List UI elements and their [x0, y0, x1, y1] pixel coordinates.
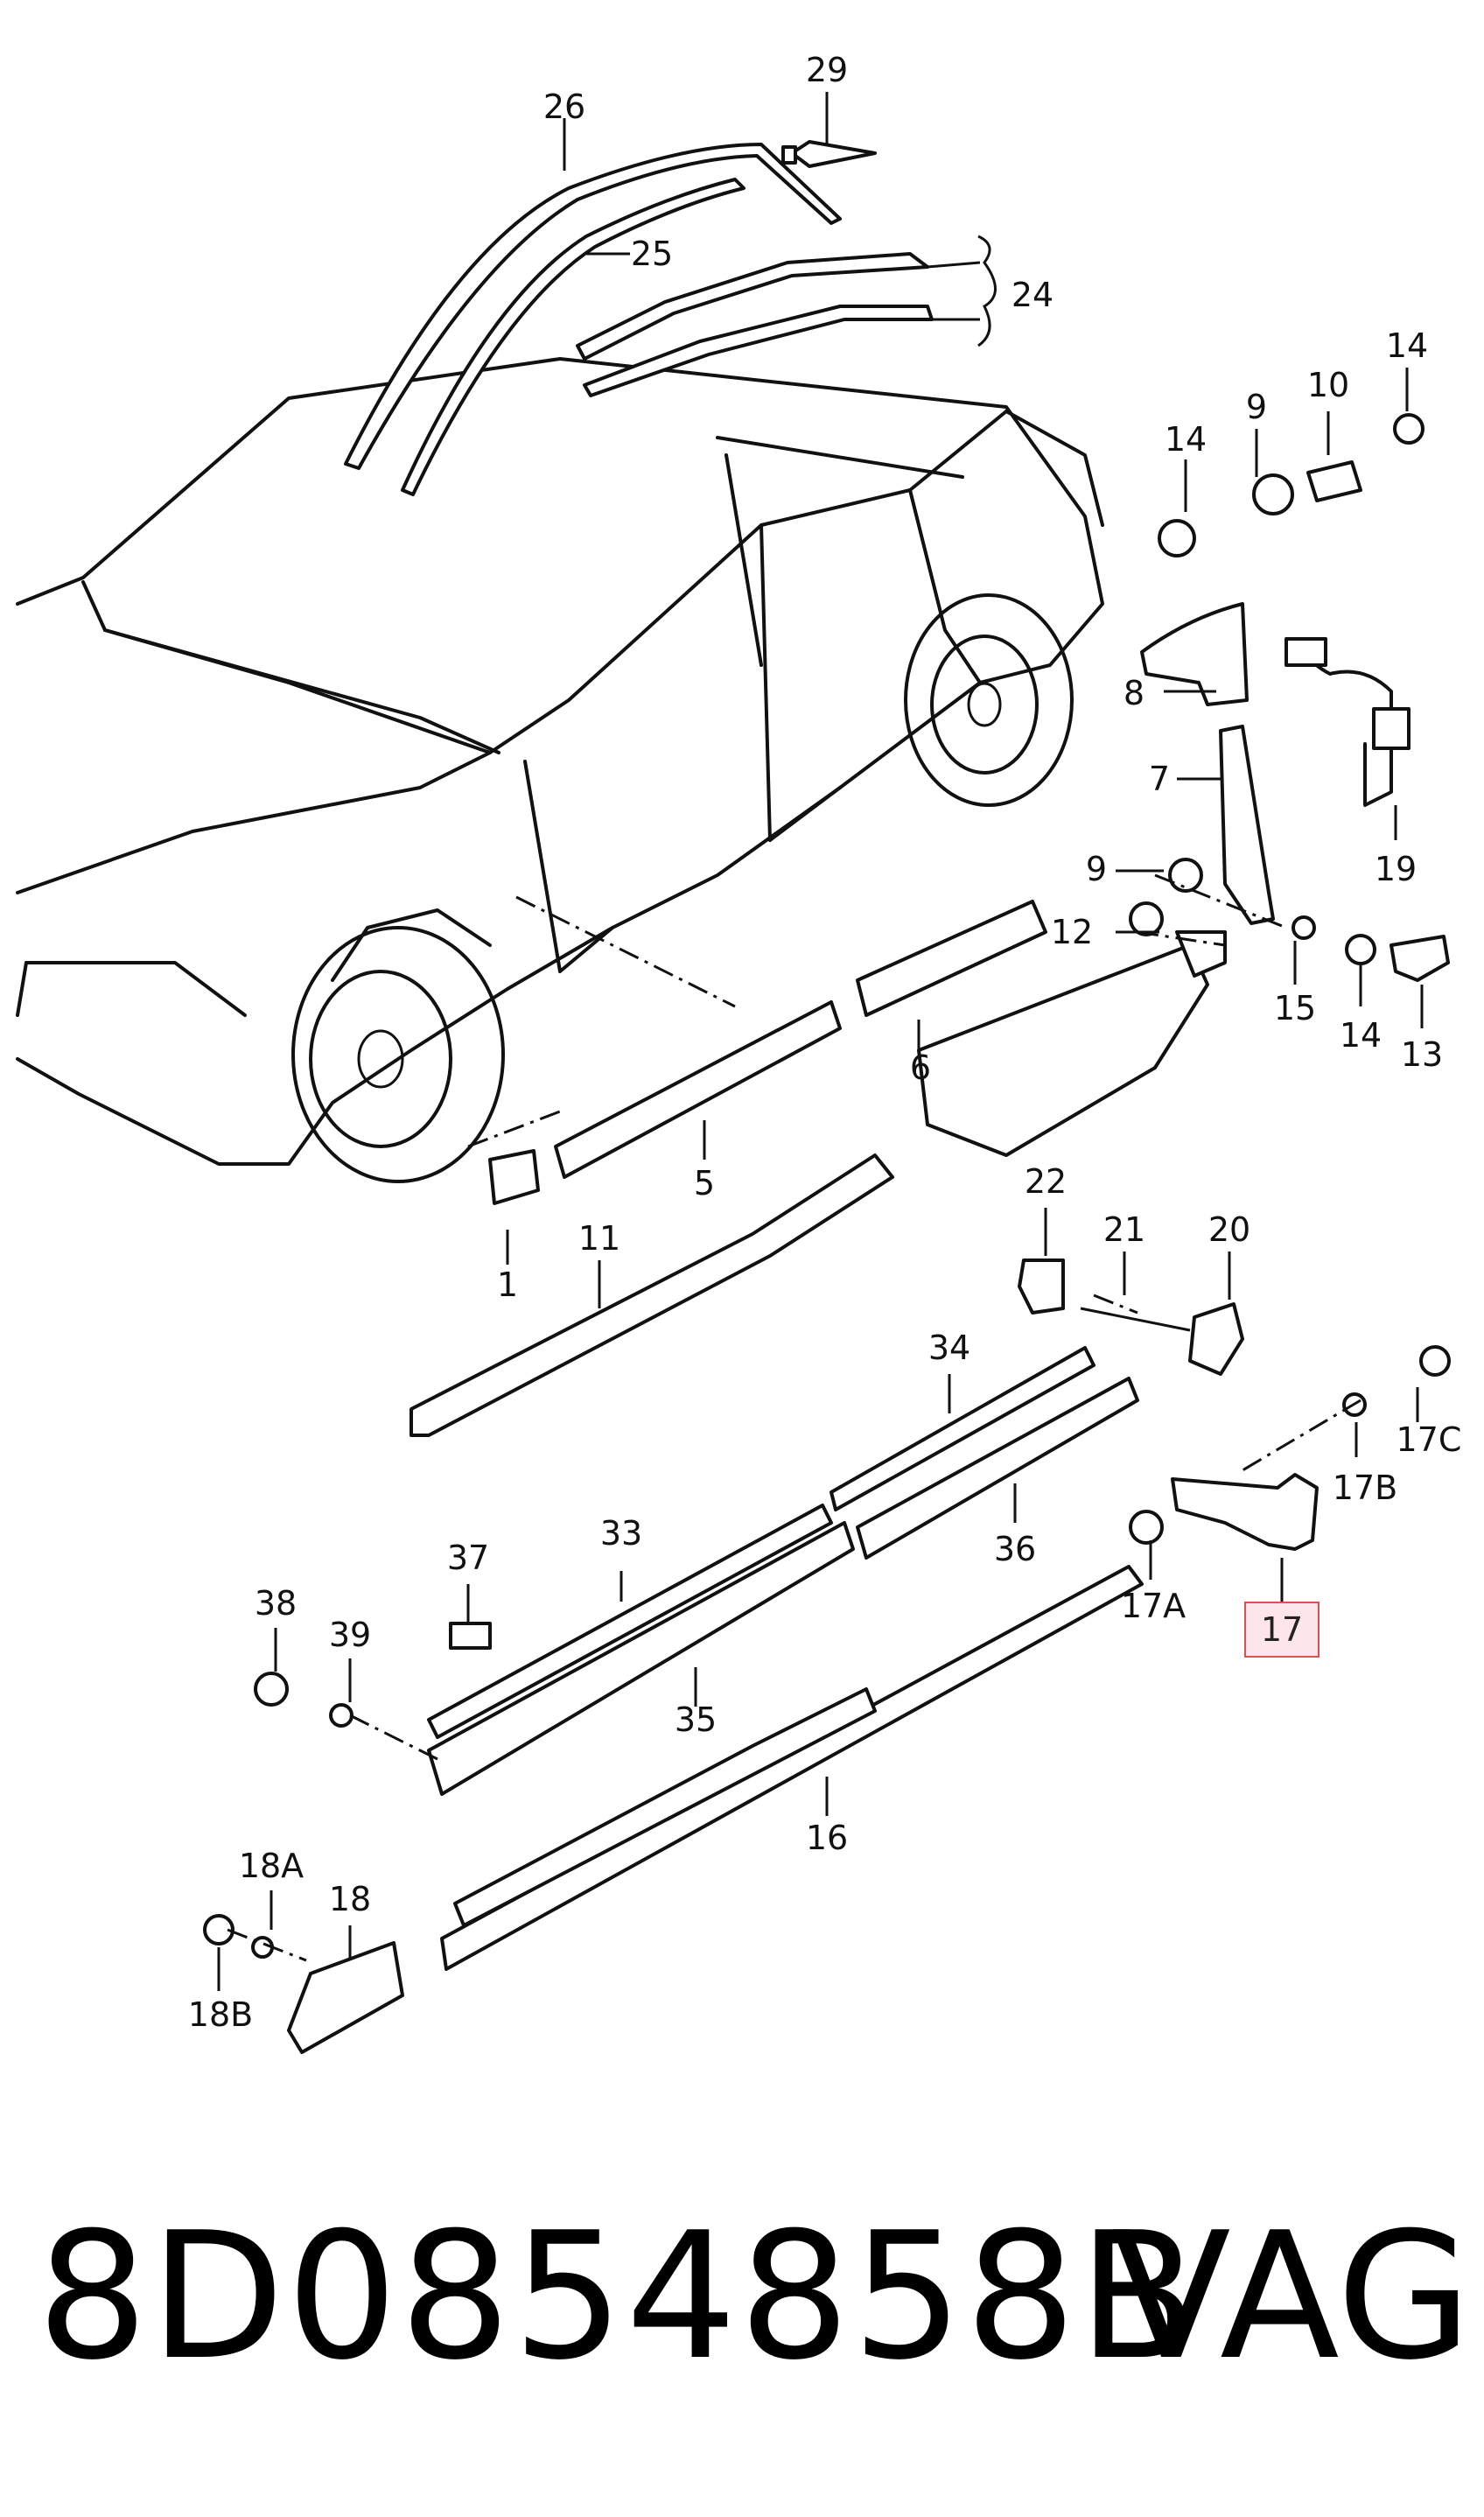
- callout-1: 1: [496, 1266, 519, 1304]
- callout-16: 16: [805, 1819, 849, 1857]
- callout-38: 38: [254, 1584, 298, 1623]
- callout-9: 9: [1245, 388, 1268, 426]
- callout-10: 10: [1306, 366, 1350, 404]
- callout-18A: 18A: [238, 1847, 304, 1885]
- callout-17A: 17A: [1120, 1587, 1186, 1625]
- callout-22: 22: [1024, 1162, 1068, 1201]
- bracket-17: [1129, 1345, 1451, 1551]
- car-illustration: [16, 357, 1104, 1183]
- callout-25: 25: [630, 235, 674, 273]
- callout-12: 12: [1050, 913, 1094, 951]
- lower-sills: [427, 1346, 1144, 1971]
- callout-13: 13: [1400, 1035, 1444, 1074]
- brand-name: VAG: [1111, 2195, 1473, 2399]
- callout-21: 21: [1102, 1210, 1146, 1249]
- callout-20: 20: [1208, 1210, 1251, 1249]
- leader-lines: [217, 92, 1424, 1991]
- callout-29: 29: [805, 51, 849, 89]
- callout-9: 9: [1085, 850, 1108, 888]
- callout-5: 5: [693, 1164, 716, 1202]
- callout-14: 14: [1164, 420, 1208, 459]
- part-number: 8D0854858B: [37, 2195, 1200, 2399]
- callout-19: 19: [1374, 850, 1418, 888]
- callout-14: 14: [1385, 326, 1429, 365]
- callout-33: 33: [599, 1514, 643, 1553]
- alignment-lines: [227, 873, 1362, 1962]
- fasteners-upper: [1129, 413, 1450, 982]
- callout-11: 11: [578, 1219, 621, 1258]
- callout-39: 39: [328, 1616, 372, 1654]
- callout-14: 14: [1339, 1016, 1382, 1055]
- roof-mouldings: [344, 143, 997, 496]
- callout-17C: 17C: [1396, 1420, 1462, 1459]
- callout-8: 8: [1123, 674, 1145, 712]
- clips-20-22: [1018, 1258, 1244, 1376]
- callout-24: 24: [1011, 276, 1054, 314]
- callout-34: 34: [928, 1329, 971, 1367]
- pillar-parts: [1140, 602, 1410, 925]
- end-caps: [203, 1622, 492, 2054]
- highlighted-callout-17[interactable]: 17: [1244, 1602, 1320, 1658]
- callout-18: 18: [328, 1880, 372, 1918]
- callout-26: 26: [542, 88, 586, 126]
- callout-15: 15: [1273, 989, 1317, 1027]
- callout-6: 6: [909, 1048, 932, 1087]
- callout-7: 7: [1148, 760, 1171, 798]
- callout-35: 35: [674, 1700, 718, 1739]
- callout-37: 37: [446, 1539, 490, 1577]
- callout-36: 36: [993, 1530, 1037, 1568]
- callout-17B: 17B: [1332, 1469, 1398, 1507]
- callout-18B: 18B: [187, 1995, 254, 2034]
- door-trims: [410, 900, 1209, 1437]
- screw-29: [781, 140, 877, 168]
